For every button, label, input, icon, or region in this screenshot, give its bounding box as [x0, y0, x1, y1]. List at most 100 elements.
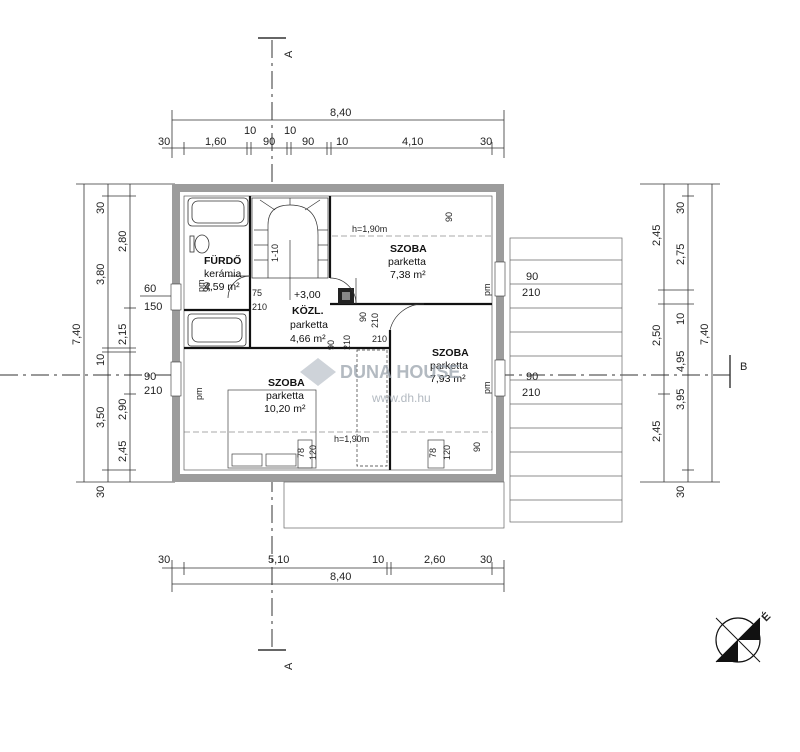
window-bathroom-w: 90	[202, 282, 212, 292]
bottom-dim-2: 5,10	[268, 554, 289, 566]
section-mark-b: B	[740, 361, 747, 373]
top-dim-5: 10	[284, 125, 296, 137]
left-detail-dim-7: 2,45	[117, 441, 129, 462]
window-right-1-w: 90	[526, 271, 538, 283]
section-mark-a-top: A	[283, 50, 295, 58]
window-right-1-h: 210	[522, 287, 540, 299]
left-window-h: 210	[144, 385, 162, 397]
skylight-1-h: 120	[308, 445, 318, 460]
floor-level: +3,00	[294, 289, 321, 301]
skylight-2-h: 120	[442, 445, 452, 460]
ceiling-height-1: h=1,90m	[352, 224, 387, 234]
right-detail-dim-3: 2,50	[651, 325, 663, 346]
room-bedroom-3-area: 10,20 m²	[264, 403, 306, 415]
room-bedroom-1-area: 7,38 m²	[390, 269, 426, 281]
staircase	[251, 197, 329, 300]
left-detail-dim-3: 60	[144, 283, 156, 295]
bottom-dim-1: 30	[158, 554, 170, 566]
skylight-2-w: 78	[428, 448, 438, 458]
low-ceiling-lines	[184, 235, 492, 433]
top-dim-6: 90	[302, 136, 314, 148]
room-corridor-floor: parketta	[290, 319, 328, 331]
watermark-url: www.dh.hu	[371, 391, 431, 405]
room-bedroom-2-name: SZOBA	[432, 347, 469, 359]
right-total-dim: 7,40	[699, 324, 711, 345]
bottom-dim-5: 30	[480, 554, 492, 566]
ceiling-height-2: h=1,90m	[334, 434, 369, 444]
left-opening-dim: 150	[144, 301, 162, 313]
left-mid-dim-1: 3,80	[95, 264, 107, 285]
top-dim-2: 1,60	[205, 136, 226, 148]
window-right-2-w: 90	[526, 371, 538, 383]
room-bedroom-1-name: SZOBA	[390, 243, 427, 255]
parapet-bathroom: pm	[196, 279, 206, 292]
skylight-1-w: 78	[296, 448, 306, 458]
room-bedroom-3-name: SZOBA	[268, 377, 305, 389]
door-bedroom-3-h: 210	[342, 335, 352, 350]
door-bathroom-h: 210	[252, 302, 267, 312]
bathroom-fixtures	[187, 197, 249, 347]
left-mid-dim-3: 3,50	[95, 407, 107, 428]
door-bedroom-2-h: 210	[372, 334, 387, 344]
room-bedroom-1-floor: parketta	[388, 256, 426, 268]
right-detail-dim-1: 2,45	[651, 225, 663, 246]
balcony	[283, 237, 623, 529]
top-dimensions	[162, 110, 505, 158]
top-dim-9: 30	[480, 136, 492, 148]
room-bathroom-floor: kerámia	[204, 268, 242, 280]
door-corridor-h: 210	[370, 313, 380, 328]
window-bedroom-2-w: 90	[472, 442, 482, 452]
room-corridor-name: KÖZL.	[292, 304, 324, 317]
room-bathroom-area: 4,59 m²	[204, 281, 240, 293]
bottom-dimensions	[162, 560, 505, 592]
right-dimensions	[640, 183, 720, 483]
parapet-bedroom-1: pm	[482, 283, 492, 296]
left-detail-dim-6: 2,90	[117, 399, 129, 420]
chimney	[338, 288, 354, 304]
section-mark-a-bottom: A	[283, 662, 295, 670]
left-detail-dim-2: 2,80	[117, 231, 129, 252]
room-bedroom-3-floor: parketta	[266, 390, 304, 402]
right-mid-dim-3: 4,95	[675, 351, 687, 372]
north-label: É	[759, 610, 773, 624]
room-bedroom-2-area: 7,93 m²	[430, 373, 466, 385]
top-dim-7: 10	[336, 136, 348, 148]
parapet-bedroom-3: pm	[194, 387, 204, 400]
bottom-dim-3: 10	[372, 554, 384, 566]
room-bedroom-2-floor: parketta	[430, 360, 468, 372]
top-dim-3: 10	[244, 125, 256, 137]
north-arrow-icon	[715, 617, 761, 663]
top-dim-8: 4,10	[402, 136, 423, 148]
parapet-bedroom-2: pm	[482, 381, 492, 394]
watermark: DUNA HOUSE www.dh.hu	[300, 358, 460, 405]
right-detail-dim-4: 2,45	[651, 421, 663, 442]
right-mid-dim-2: 10	[675, 313, 687, 325]
door-bedroom-3-w: 90	[326, 340, 336, 350]
watermark-logo-icon	[300, 358, 336, 386]
right-mid-dim-1: 2,75	[675, 244, 687, 265]
top-total-dim: 8,40	[330, 107, 351, 119]
door-corridor-w: 90	[358, 312, 368, 322]
doors	[227, 275, 425, 467]
left-detail-dim-1: 30	[95, 202, 107, 214]
room-corridor-area: 4,66 m²	[290, 333, 326, 345]
left-detail-dim-8: 30	[95, 486, 107, 498]
room-bathroom-name: FÜRDŐ	[204, 254, 241, 267]
left-detail-dim-4: 2,15	[117, 324, 129, 345]
left-dimensions	[76, 183, 180, 483]
right-detail-dim-5: 30	[675, 486, 687, 498]
bottom-dim-4: 2,60	[424, 554, 445, 566]
top-dim-4: 90	[263, 136, 275, 148]
top-dim-1: 30	[158, 136, 170, 148]
right-detail-dim-2: 30	[675, 202, 687, 214]
watermark-brand: DUNA HOUSE	[340, 362, 460, 382]
door-width-bedroom-1: 90	[444, 212, 454, 222]
window-right-2-h: 210	[522, 387, 540, 399]
door-bathroom-w: 75	[252, 288, 262, 298]
stair-label: 1-10	[270, 244, 280, 262]
left-window-w: 90	[144, 371, 156, 383]
right-mid-dim-4: 3,95	[675, 389, 687, 410]
bottom-total-dim: 8,40	[330, 571, 351, 583]
left-total-dim: 7,40	[71, 324, 83, 345]
